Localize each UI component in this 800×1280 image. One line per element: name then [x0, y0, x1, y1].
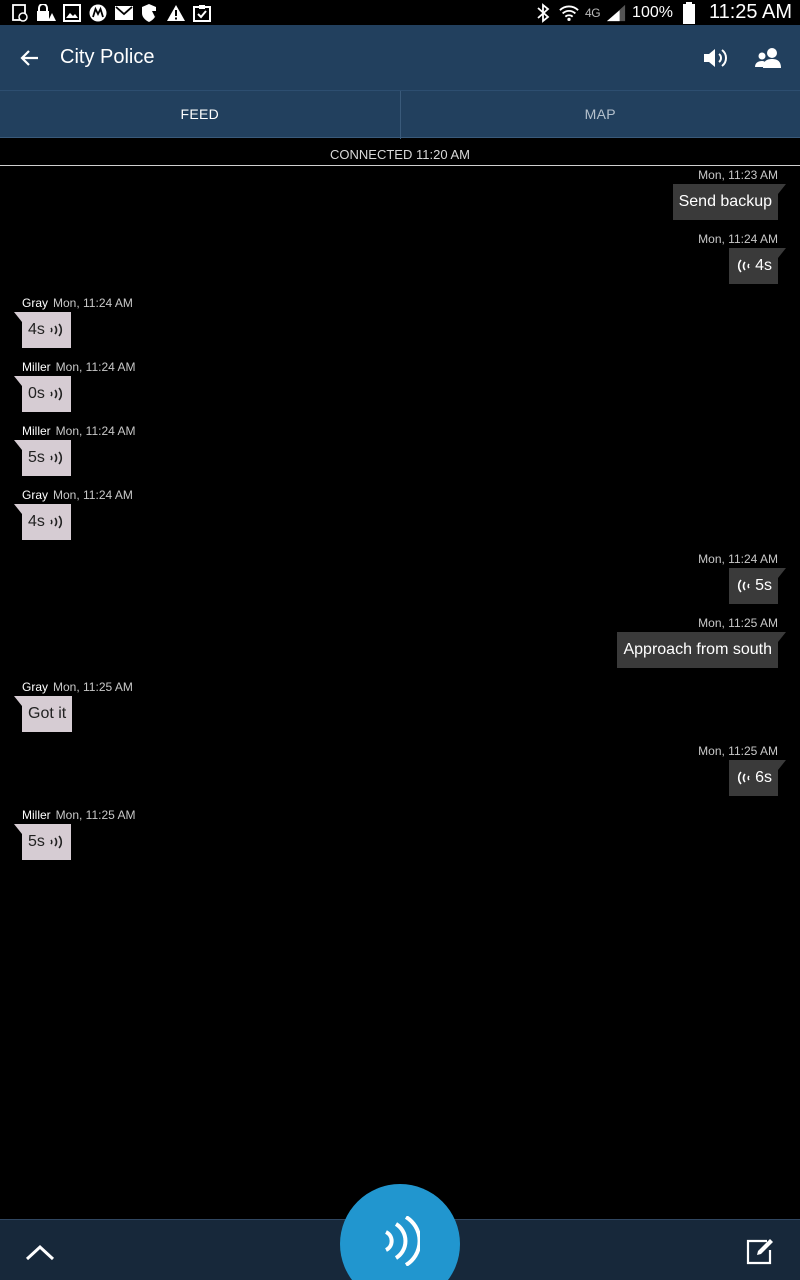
voice-message-bubble[interactable]: 4s	[14, 312, 71, 348]
clock: 11:25 AM	[708, 1, 792, 23]
battery-percent: 100%	[632, 3, 673, 21]
arrow-left-icon	[20, 49, 38, 66]
message-sender: Miller	[22, 424, 51, 438]
message-time: Mon, 11:23 AM	[698, 168, 778, 182]
chevron-up-icon	[25, 1244, 55, 1261]
voice-duration: 5s	[28, 833, 45, 850]
voice-duration: 5s	[28, 449, 45, 466]
message-time: Mon, 11:24 AM	[55, 360, 136, 374]
shield-icon	[140, 3, 160, 22]
message-item: Gray Mon, 11:24 AM 4s	[14, 486, 133, 540]
tab-feed[interactable]: FEED	[180, 106, 220, 122]
battery-icon	[679, 1, 699, 24]
voice-message-bubble[interactable]: 4s	[729, 248, 786, 284]
compose-button[interactable]	[740, 1232, 780, 1272]
voice-wave-icon	[735, 257, 751, 275]
mail-icon	[114, 4, 134, 22]
lock-alert-icon	[36, 3, 56, 22]
bluetooth-icon	[533, 2, 553, 23]
tab-bar: FEED MAP	[0, 90, 800, 139]
voice-duration: 4s	[28, 513, 45, 530]
message-sender: Miller	[22, 360, 51, 374]
message-time: Mon, 11:25 AM	[55, 808, 136, 822]
message-sender: Gray	[22, 296, 49, 310]
connection-status: CONNECTED 11:20 AM	[0, 146, 800, 166]
status-bar: 4G 100% 11:25 AM	[0, 0, 800, 25]
message-item: Mon, 11:25 AM Approach from south	[617, 614, 786, 668]
wifi-icon	[559, 4, 579, 22]
message-time: Mon, 11:24 AM	[698, 232, 778, 246]
voice-message-bubble[interactable]: 4s	[14, 504, 71, 540]
voice-duration: 4s	[28, 321, 45, 338]
voice-duration: 5s	[755, 577, 772, 594]
voice-duration: 6s	[755, 769, 772, 786]
channel-title: City Police	[60, 46, 155, 68]
message-time: Mon, 11:24 AM	[55, 424, 136, 438]
message-time: Mon, 11:24 AM	[53, 488, 133, 502]
voice-message-bubble[interactable]: 5s	[14, 440, 71, 476]
voice-duration: 0s	[28, 385, 45, 402]
message-sender: Gray	[22, 680, 49, 694]
signal-icon	[606, 4, 626, 22]
app-bar: City Police	[0, 25, 800, 90]
sync-icon	[10, 3, 30, 22]
message-bubble[interactable]: Send backup	[672, 184, 787, 220]
message-item: Mon, 11:25 AM 6s	[698, 742, 786, 796]
message-item: Miller Mon, 11:24 AM 5s	[14, 422, 136, 476]
message-item: Gray Mon, 11:24 AM 4s	[14, 294, 133, 348]
notification-icons	[0, 3, 212, 22]
voice-message-bubble[interactable]: 0s	[14, 376, 71, 412]
message-item: Mon, 11:24 AM 5s	[698, 550, 786, 604]
voice-duration: 4s	[755, 257, 772, 274]
message-time: Mon, 11:25 AM	[698, 616, 778, 630]
tab-map[interactable]: MAP	[584, 106, 616, 122]
message-time: Mon, 11:24 AM	[53, 296, 133, 310]
edit-icon	[746, 1239, 773, 1265]
message-text: Got it	[28, 705, 67, 722]
warning-icon	[166, 4, 186, 22]
speaker-icon	[704, 48, 727, 67]
message-bubble[interactable]: Approach from south	[617, 632, 786, 668]
voice-wave-icon	[384, 1216, 420, 1266]
message-text: Approach from south	[623, 641, 772, 658]
message-item: Miller Mon, 11:25 AM 5s	[14, 806, 136, 860]
system-indicators: 4G 100% 11:25 AM	[533, 0, 792, 25]
message-sender: Miller	[22, 808, 51, 822]
appbar-actions	[694, 25, 790, 90]
tab-divider	[399, 91, 401, 139]
voice-wave-icon	[49, 385, 65, 403]
message-text: Send backup	[678, 193, 772, 210]
message-sender: Gray	[22, 488, 49, 502]
voice-wave-icon	[49, 449, 65, 467]
expand-button[interactable]	[20, 1232, 60, 1272]
message-time: Mon, 11:24 AM	[698, 552, 778, 566]
group-icon	[755, 47, 781, 68]
push-to-talk-button[interactable]	[340, 1184, 460, 1280]
message-time: Mon, 11:25 AM	[698, 744, 778, 758]
voice-wave-icon	[49, 833, 65, 851]
back-button[interactable]	[0, 25, 60, 90]
image-icon	[62, 3, 82, 22]
members-button[interactable]	[746, 36, 790, 80]
message-feed[interactable]: Mon, 11:23 AM Send backup Mon, 11:24 AM …	[0, 166, 800, 1218]
message-item: Mon, 11:24 AM 4s	[698, 230, 786, 284]
message-item: Gray Mon, 11:25 AM Got it	[13, 678, 133, 732]
voice-wave-icon	[735, 769, 751, 787]
speaker-button[interactable]	[694, 36, 738, 80]
voice-message-bubble[interactable]: 5s	[729, 568, 786, 604]
voice-wave-icon	[735, 577, 751, 595]
clipboard-check-icon	[192, 4, 212, 22]
voice-message-bubble[interactable]: 6s	[729, 760, 786, 796]
message-bubble[interactable]: Got it	[13, 696, 73, 732]
message-item: Mon, 11:23 AM Send backup	[672, 166, 787, 220]
voice-wave-icon	[49, 321, 65, 339]
message-item: Miller Mon, 11:24 AM 0s	[14, 358, 136, 412]
message-time: Mon, 11:25 AM	[53, 680, 133, 694]
voice-wave-icon	[49, 513, 65, 531]
voice-message-bubble[interactable]: 5s	[14, 824, 71, 860]
motorola-icon	[88, 4, 108, 22]
network-type: 4G	[585, 5, 601, 20]
